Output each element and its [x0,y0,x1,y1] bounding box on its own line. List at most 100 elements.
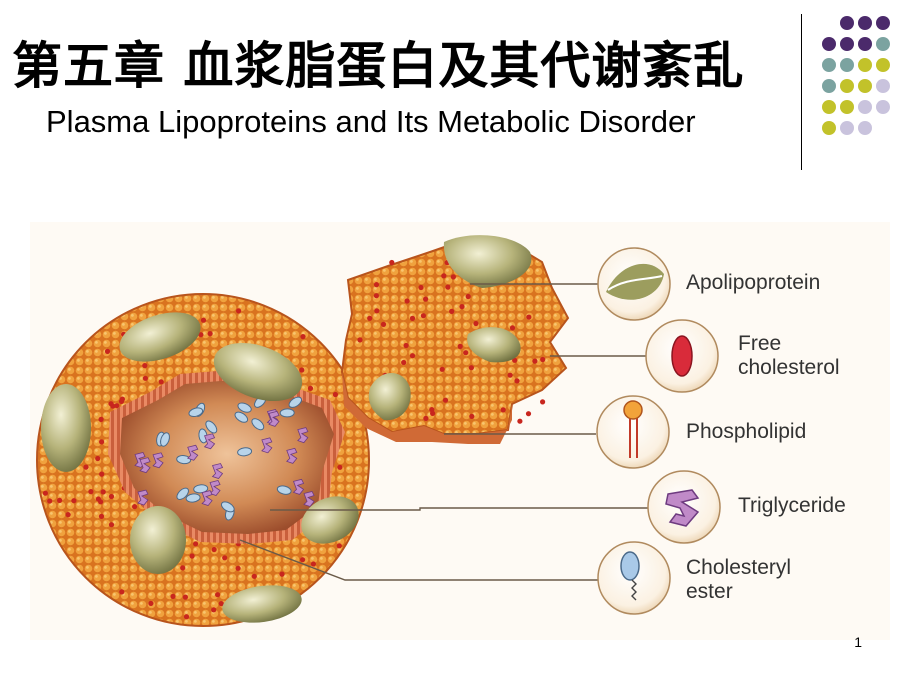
label-apolipoprotein: Apolipoprotein [686,271,820,294]
triglyceride-molecule [137,489,149,506]
cholesterol-speck [514,378,520,384]
cholesterol-speck [409,353,416,359]
cholesterol-speck [189,553,195,559]
cholesteryl-ester-icon [620,551,640,581]
lipoprotein-diagram: Apolipoprotein Free cholesterol Phosphol… [30,222,890,640]
label-cholesteryl-ester: Cholesteryl ester [686,556,797,603]
cholesterol-speck [439,366,445,372]
cholesterol-speck [532,358,538,364]
decorative-dot [876,100,890,114]
lipoprotein-particle [36,293,370,627]
legend-phospholipid [596,395,670,469]
decorative-dot [822,100,836,114]
cholesterol-speck [307,385,314,391]
legend-apolipoprotein [597,247,671,321]
label-phospholipid: Phospholipid [686,420,806,443]
slide-title-english: Plasma Lipoproteins and Its Metabolic Di… [46,104,696,139]
cholesteryl-ester-molecule [176,455,192,465]
decorative-dot [840,58,854,72]
legend-cholesteryl-ester [597,541,671,615]
cholesterol-speck [71,498,77,504]
decorative-dot [876,58,890,72]
cholesterol-speck [473,320,479,327]
cholesterol-speck [57,497,63,503]
cholesterol-speck [42,490,48,496]
decorative-dot [876,79,890,93]
cholesterol-icon [671,335,693,377]
cholesteryl-ester-molecule [288,396,303,408]
apoprotein-patch [119,312,201,362]
decorative-dot [858,58,872,72]
cholesterol-speck [235,565,241,571]
triglyceride-molecule [209,480,221,496]
cholesterol-speck [279,571,285,577]
cholesterol-speck [158,379,164,385]
cholesterol-speck [108,401,114,407]
cholesterol-speck [100,489,106,495]
cholesterol-speck [211,607,217,613]
cholesteryl-ester-molecule [237,402,252,413]
cholesterol-speck [450,274,456,280]
cholesterol-speck [108,522,115,528]
cholesterol-speck [183,614,190,620]
cholesterol-speck [47,498,53,504]
decorative-dot [840,121,854,135]
cholesterol-speck [99,439,105,445]
apoprotein-patch [130,506,186,574]
cholesterol-speck [401,359,407,366]
cholesterol-speck [525,411,532,417]
cholesterol-speck [336,543,342,549]
cholesteryl-ester-molecule [251,418,265,431]
legend-free-cholesterol [645,319,719,393]
decorative-dot [858,79,872,93]
cholesterol-speck [170,593,176,599]
cholesterol-speck [142,375,148,381]
decorative-dot [822,79,836,93]
cholesteryl-ester-molecule [220,501,235,513]
cholesterol-speck [500,407,506,413]
cholesterol-speck [449,308,455,314]
cholesterol-speck [418,284,424,291]
triglyceride-molecule [187,444,199,461]
cholesteryl-ester-molecule [188,407,204,418]
cholesterol-speck [215,592,221,598]
triglyceride-molecule [297,427,309,444]
triglyceride-molecule [203,433,216,450]
cholesterol-speck [99,471,105,477]
decorative-dot [858,16,872,30]
cholesteryl-ester-molecule [193,484,209,494]
cholesteryl-ester-molecule [234,411,249,423]
triglyceride-molecule [211,463,224,480]
cholesterol-speck [540,399,546,405]
cholesterol-speck [374,308,380,314]
cholesterol-speck [119,589,125,595]
triglyceride-molecule [286,447,298,464]
cholesterol-speck [310,561,316,567]
cholesterol-speck [182,594,188,600]
decorative-dot [840,79,854,93]
cholesterol-speck [104,348,111,354]
decorative-dot-grid [822,16,890,135]
cholesterol-speck [332,391,338,398]
cholesterol-speck [211,546,217,553]
cholesterol-speck [507,372,513,378]
cholesterol-speck [142,363,148,369]
cholesterol-speck [65,512,71,518]
cholesterol-speck [108,493,115,500]
apoprotein-icon [606,263,664,300]
cholesteryl-ester-molecule [205,420,218,434]
cholesterol-speck [517,418,523,424]
cholesterol-speck [218,601,224,607]
cholesterol-speck [251,573,257,579]
cholesterol-speck [337,464,343,470]
cholesterol-speck [403,342,409,349]
cholesterol-speck [526,314,532,320]
decorative-dot [858,100,872,114]
slide-title-chinese: 第五章 血浆脂蛋白及其代谢紊乱 [12,36,745,95]
cholesterol-speck [132,504,138,510]
cholesterol-speck [540,356,546,363]
cholesteryl-ester-molecule [185,493,201,503]
cholesterol-speck [373,293,379,299]
cholesterol-speck [83,464,89,470]
cholesterol-speck [98,416,104,422]
